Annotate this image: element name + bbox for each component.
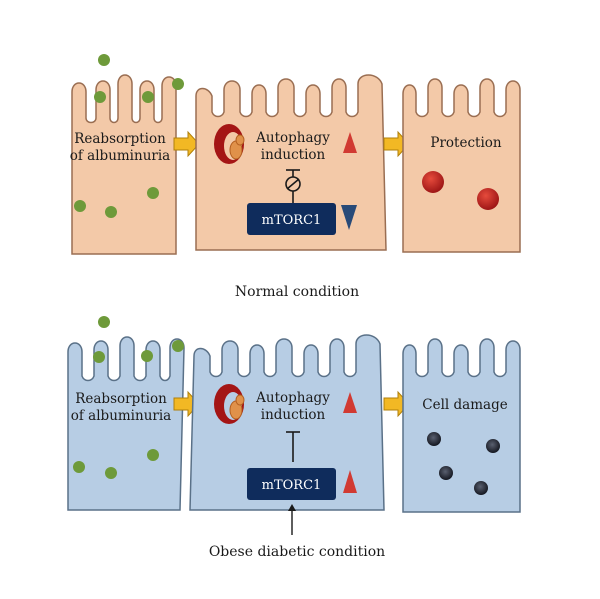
activation-arrow (288, 504, 296, 535)
inhibition-bar (286, 431, 300, 462)
normal-mtorc1-label: mTORC1 (262, 213, 322, 228)
albumin-dot (147, 187, 159, 199)
albumin-dot (141, 350, 153, 362)
healthy-vesicle (422, 171, 444, 193)
normal-autophagy-label-line2: induction (261, 147, 326, 163)
normal-condition-caption: Normal condition (235, 284, 359, 300)
albumin-dot (172, 78, 184, 90)
normal-cell-protection (402, 78, 521, 253)
albumin-dot (147, 449, 159, 461)
damaged-vesicle (439, 466, 453, 480)
obese-cell-autophagy (189, 334, 385, 511)
albumin-dot (74, 200, 86, 212)
autophagy-up-triangle (343, 392, 357, 413)
normal-cell-reabsorption (71, 74, 177, 255)
albumin-dot (98, 54, 110, 66)
obese-mtorc1-label: mTORC1 (262, 478, 322, 493)
albumin-dot (105, 467, 117, 479)
normal-autophagy-label-line1: Autophagy (255, 130, 330, 146)
normal-cell1-label-line1: Reabsorption (74, 131, 166, 147)
albumin-dot (93, 351, 105, 363)
albumin-dot (172, 340, 184, 352)
obese-condition-panel: Reabsorption of albuminuria Autophagy in… (67, 316, 521, 560)
albumin-dot (73, 461, 85, 473)
albumin-dot (98, 316, 110, 328)
mtorc1-down-triangle (341, 205, 357, 230)
damaged-vesicle (486, 439, 500, 453)
autophagy-up-triangle (343, 132, 357, 153)
damaged-vesicle (427, 432, 441, 446)
obese-cell-reabsorption (67, 336, 185, 511)
obese-cell1-label-line1: Reabsorption (75, 391, 167, 407)
flow-arrow (173, 130, 200, 158)
mtorc1-up-triangle (343, 470, 357, 493)
autophagosome (214, 124, 245, 164)
healthy-vesicle (477, 188, 499, 210)
albumin-dot (142, 91, 154, 103)
normal-condition-panel: Reabsorption of albuminuria Autophagy in… (70, 54, 521, 300)
albumin-dot (94, 91, 106, 103)
normal-cell1-label-line2: of albuminuria (70, 148, 170, 164)
obese-condition-caption: Obese diabetic condition (209, 544, 385, 560)
obese-cell-damage (402, 338, 521, 513)
obese-outcome-label: Cell damage (422, 397, 507, 413)
normal-outcome-label: Protection (430, 135, 502, 151)
albumin-dot (105, 206, 117, 218)
autophagosome (214, 384, 245, 424)
obese-cell1-label-line2: of albuminuria (71, 408, 171, 424)
obese-autophagy-label-line2: induction (261, 407, 326, 423)
inhibition-symbol (285, 169, 301, 203)
obese-autophagy-label-line1: Autophagy (255, 390, 330, 406)
normal-mtorc1-box (247, 203, 336, 235)
normal-cell-autophagy (195, 74, 387, 251)
damaged-vesicle (474, 481, 488, 495)
obese-mtorc1-box (247, 468, 336, 500)
damaged-vesicles (427, 432, 500, 495)
